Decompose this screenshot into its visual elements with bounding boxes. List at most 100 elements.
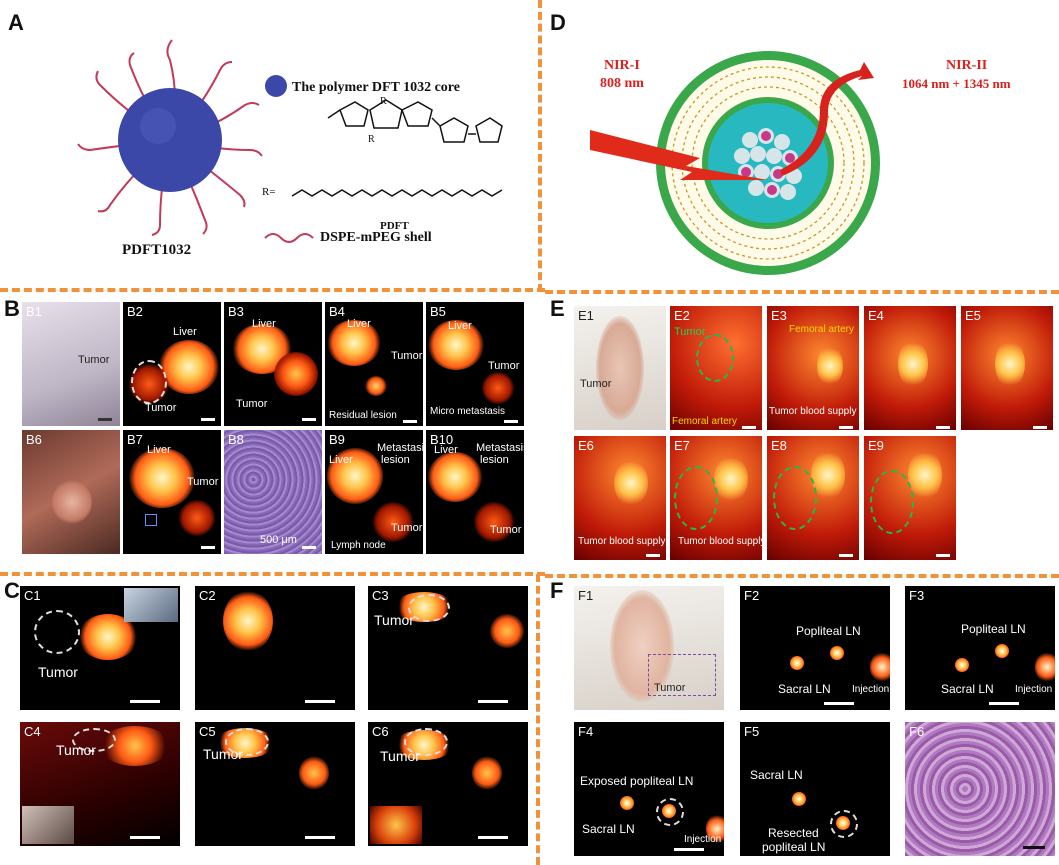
annotation-lesion: lesion (480, 454, 509, 466)
zoom-box (145, 514, 157, 526)
tile-label: B3 (228, 304, 244, 319)
annotation-tumor: Tumor (38, 664, 78, 680)
pdft-label: PDFT (380, 220, 409, 232)
shell-legend-label: DSPE-mPEG shell (320, 230, 432, 245)
scale-bar (936, 426, 950, 429)
annotation-metastasis: Metastasis (476, 442, 524, 454)
particle-name: PDFT1032 (122, 242, 192, 258)
annotation-blood: Tumor blood supply (678, 536, 762, 547)
annotation-sacral: Sacral LN (750, 768, 803, 782)
tile-f1: F1 Tumor (574, 586, 724, 710)
scale-bar (1033, 426, 1047, 429)
tumor-outline (72, 728, 116, 752)
annotation-blood: Tumor blood supply (769, 406, 857, 417)
tile-label: F4 (578, 724, 594, 739)
annotation-femoral: Femoral artery (672, 416, 738, 427)
annotation-resected-ln: popliteal LN (762, 840, 826, 854)
divider-top-vertical (538, 0, 542, 292)
r-equals: R= (262, 186, 276, 198)
tile-label: F6 (909, 724, 925, 739)
scale-bar (674, 848, 704, 851)
tile-f5: F5 Sacral LN Resected popliteal LN (740, 722, 890, 856)
shell-legend-line (264, 233, 314, 243)
scale-bar (989, 702, 1019, 705)
tumor-outline (870, 470, 914, 534)
r-bottom: R (368, 134, 375, 145)
tile-b4: B4 Liver Tumor Residual lesion (325, 302, 423, 426)
annotation-micro: Micro metastasis (430, 406, 506, 417)
scale-bar (130, 700, 160, 703)
tile-e8: E8 (767, 436, 859, 560)
tile-label: C4 (24, 724, 41, 739)
annotation-tumor: Tumor (391, 350, 423, 362)
nir-i-label: NIR-I (604, 58, 640, 73)
annotation-tumor: Tumor (580, 378, 612, 390)
nir-ii-wavelength: 1064 nm + 1345 nm (902, 76, 1011, 91)
scale-bar (305, 836, 335, 839)
tile-label: B1 (26, 304, 42, 319)
r-top: R (380, 96, 387, 107)
scale-bar (1023, 846, 1045, 849)
tile-b8: B8 500 μm (224, 430, 322, 554)
scale-bar (504, 420, 518, 423)
tile-b7: B7 Liver Tumor (123, 430, 221, 554)
divider-left-1 (0, 288, 545, 292)
annotation-residual: Residual lesion (329, 410, 397, 421)
tile-label: B2 (127, 304, 143, 319)
panel-label-f: F (550, 578, 564, 603)
annotation-tumor: Tumor (380, 748, 420, 764)
tile-label: C6 (372, 724, 389, 739)
scale-bar (839, 426, 853, 429)
annotation-metastasis: Metastasis (377, 442, 423, 454)
panel-d: NIR-I 808 nm NIR-II 1064 nm + 1345 nm (590, 30, 1050, 280)
tile-label: E7 (674, 438, 690, 453)
annotation-liver: Liver (173, 326, 197, 338)
tile-label: B7 (127, 432, 143, 447)
annotation-exposed: Exposed popliteal LN (580, 774, 694, 788)
tile-label: B5 (430, 304, 446, 319)
tile-b9: B9 Liver Metastasis lesion Tumor Lymph n… (325, 430, 423, 554)
scale-bar (478, 836, 508, 839)
tile-f3: F3 Popliteal LN Sacral LN Injection (905, 586, 1055, 710)
annotation-liver: Liver (347, 318, 371, 330)
aqueous-core (708, 103, 828, 223)
tile-e3: E3 Femoral artery Tumor blood supply (767, 306, 859, 430)
tile-label: C1 (24, 588, 41, 603)
tile-label: E2 (674, 308, 690, 323)
scale-bar (824, 702, 854, 705)
tile-label: B8 (228, 432, 244, 447)
nanoparticle-diagram (77, 39, 503, 243)
tile-label: E5 (965, 308, 981, 323)
divider-left-2 (0, 572, 545, 576)
annotation-liver: Liver (329, 454, 353, 466)
tile-c4: C4 Tumor (20, 722, 180, 846)
tile-b5: B5 Liver Tumor Micro metastasis (426, 302, 524, 426)
tile-e9: E9 (864, 436, 956, 560)
tile-label: C2 (199, 588, 216, 603)
scale-bar (302, 546, 316, 549)
scale-bar (839, 554, 853, 557)
tile-c2: C2 (195, 586, 355, 710)
tile-label: C3 (372, 588, 389, 603)
core-particles (734, 128, 802, 200)
scale-bar (201, 418, 215, 421)
divider-bottom-vertical (536, 574, 540, 865)
tile-c1: C1 Tumor (20, 586, 180, 710)
polymer-core (118, 88, 222, 192)
panel-label-b: B (4, 296, 20, 321)
tile-label: E4 (868, 308, 884, 323)
annotation-popliteal: Popliteal LN (961, 622, 1026, 636)
nir-ii-label: NIR-II (946, 58, 988, 73)
tile-label: E6 (578, 438, 594, 453)
divider-right-2 (545, 574, 1059, 578)
tile-b2: B2 Liver Tumor (123, 302, 221, 426)
annotation-femoral: Femoral artery (789, 324, 855, 335)
zoom-box (648, 654, 716, 696)
tile-label: C5 (199, 724, 216, 739)
tile-e7: E7 Tumor blood supply (670, 436, 762, 560)
scale-bar (130, 836, 160, 839)
annotation-sacral: Sacral LN (778, 682, 831, 696)
annotation-tumor: Tumor (674, 326, 706, 338)
tile-e1: E1 Tumor (574, 306, 666, 430)
tumor-outline (773, 466, 817, 530)
